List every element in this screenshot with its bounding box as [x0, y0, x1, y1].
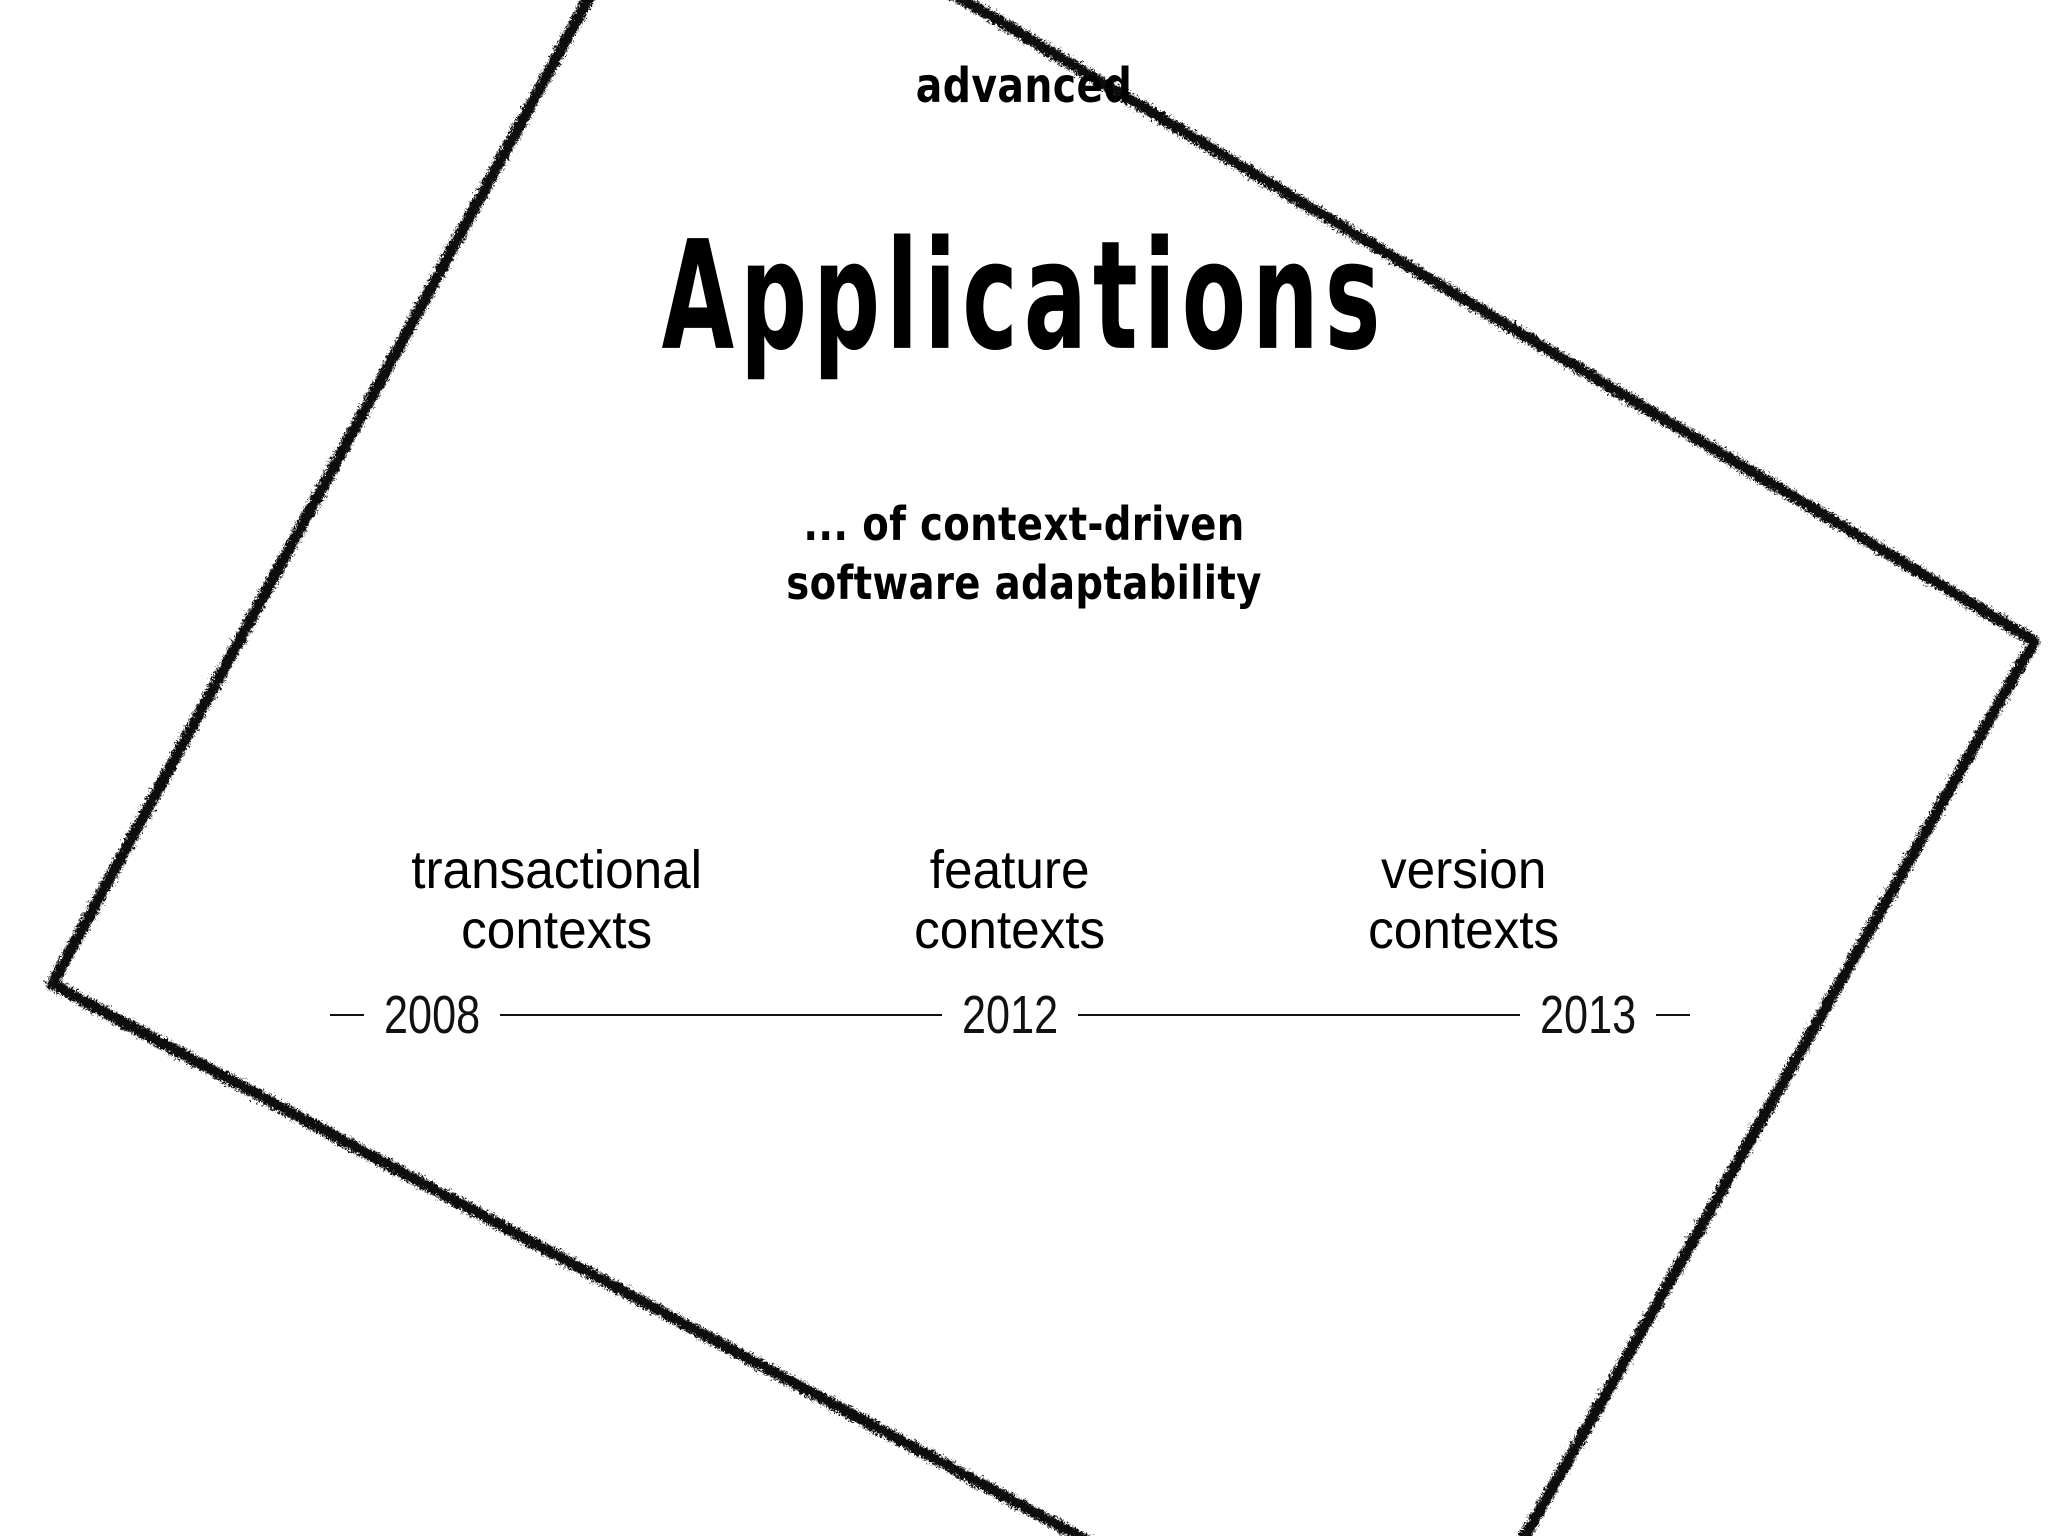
page-title: Applications	[661, 209, 1387, 384]
timeline-year-2008: 2008	[384, 984, 481, 1045]
timeline: transactional contexts feature contexts …	[330, 840, 1691, 1047]
kicker-text: advanced	[915, 58, 1133, 114]
timeline-label-line-2: contexts	[1367, 900, 1559, 961]
timeline-label-transactional-contexts: transactional contexts	[341, 840, 772, 961]
timeline-label-line-2: contexts	[461, 900, 653, 961]
timeline-rule-end	[1656, 1013, 1691, 1016]
timeline-label-line-2: contexts	[914, 900, 1106, 961]
timeline-label-version-contexts: version contexts	[1248, 840, 1679, 961]
timeline-label-line-1: feature	[930, 840, 1090, 900]
timeline-rule-1	[500, 1013, 942, 1016]
subtitle-line-1: ... of context-driven	[803, 497, 1245, 551]
timeline-year-2013: 2013	[1539, 984, 1637, 1045]
subtitle: ... of context-driven software adaptabil…	[164, 495, 1884, 613]
timeline-axis: 2008 2012 2013	[330, 983, 1691, 1047]
subtitle-line-2: software adaptability	[786, 555, 1262, 610]
timeline-label-feature-contexts: feature contexts	[795, 840, 1226, 961]
timeline-year-2012: 2012	[961, 984, 1059, 1045]
timeline-label-line-1: version	[1380, 840, 1547, 900]
timeline-label-line-1: transactional	[411, 840, 703, 900]
timeline-rule-2	[1078, 1013, 1520, 1016]
timeline-labels: transactional contexts feature contexts …	[330, 840, 1690, 961]
timeline-rule-start	[330, 1013, 364, 1016]
